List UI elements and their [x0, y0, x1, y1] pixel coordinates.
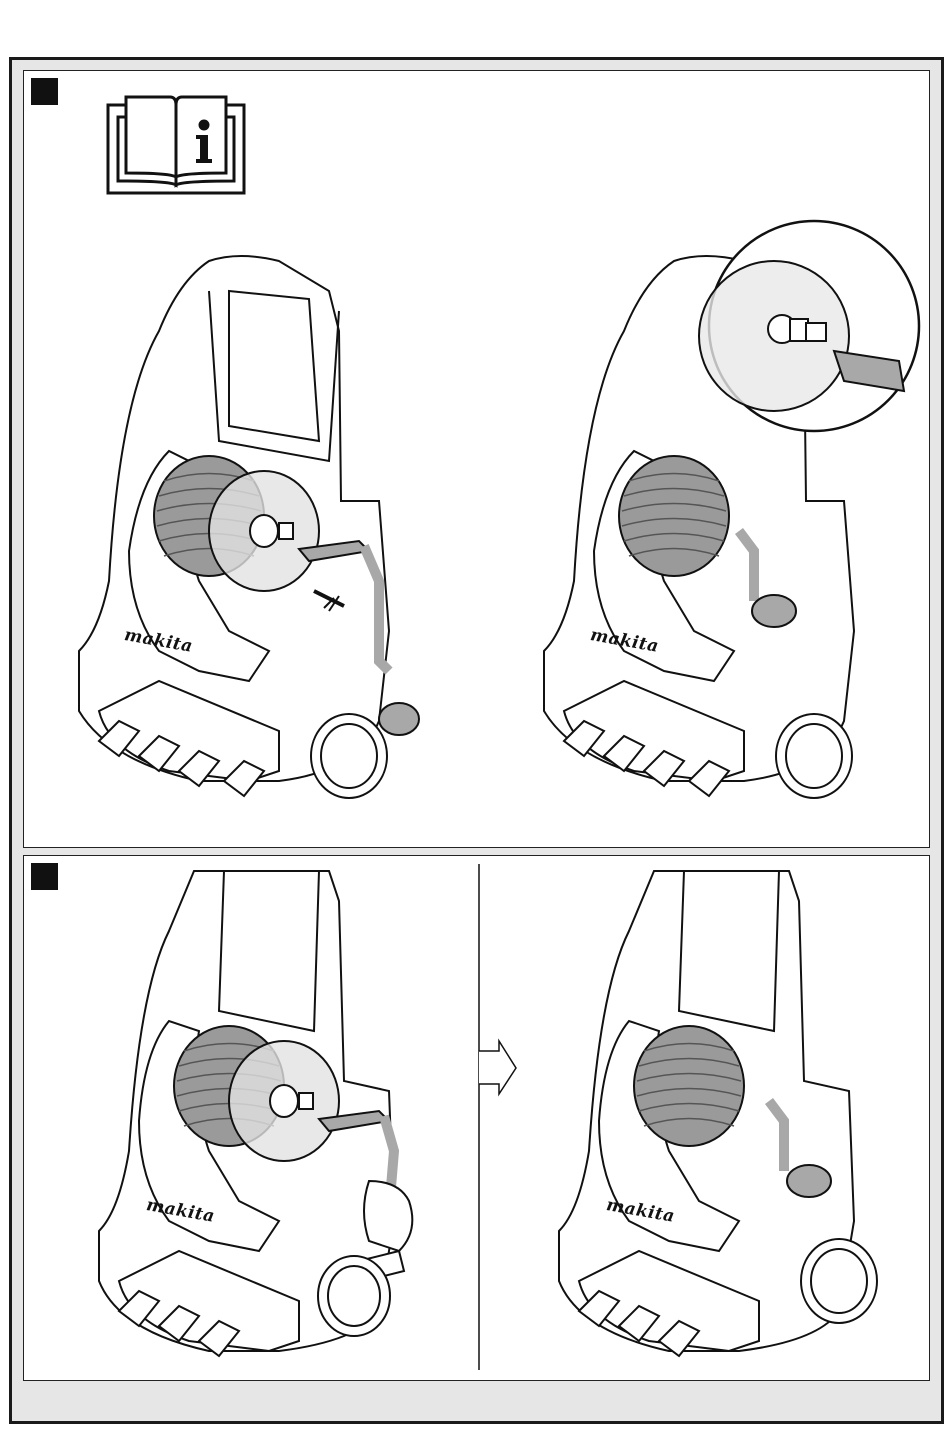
right-arrow-icon [479, 1041, 516, 1094]
panel-2-illustrations [24, 856, 931, 1382]
hose-reel-illustration [79, 256, 419, 798]
hose-reel-illustration-installed [544, 221, 919, 798]
panel-1: makita makita [23, 70, 930, 848]
panel-2: makita makita [23, 855, 930, 1381]
read-manual-info-icon [24, 71, 931, 849]
